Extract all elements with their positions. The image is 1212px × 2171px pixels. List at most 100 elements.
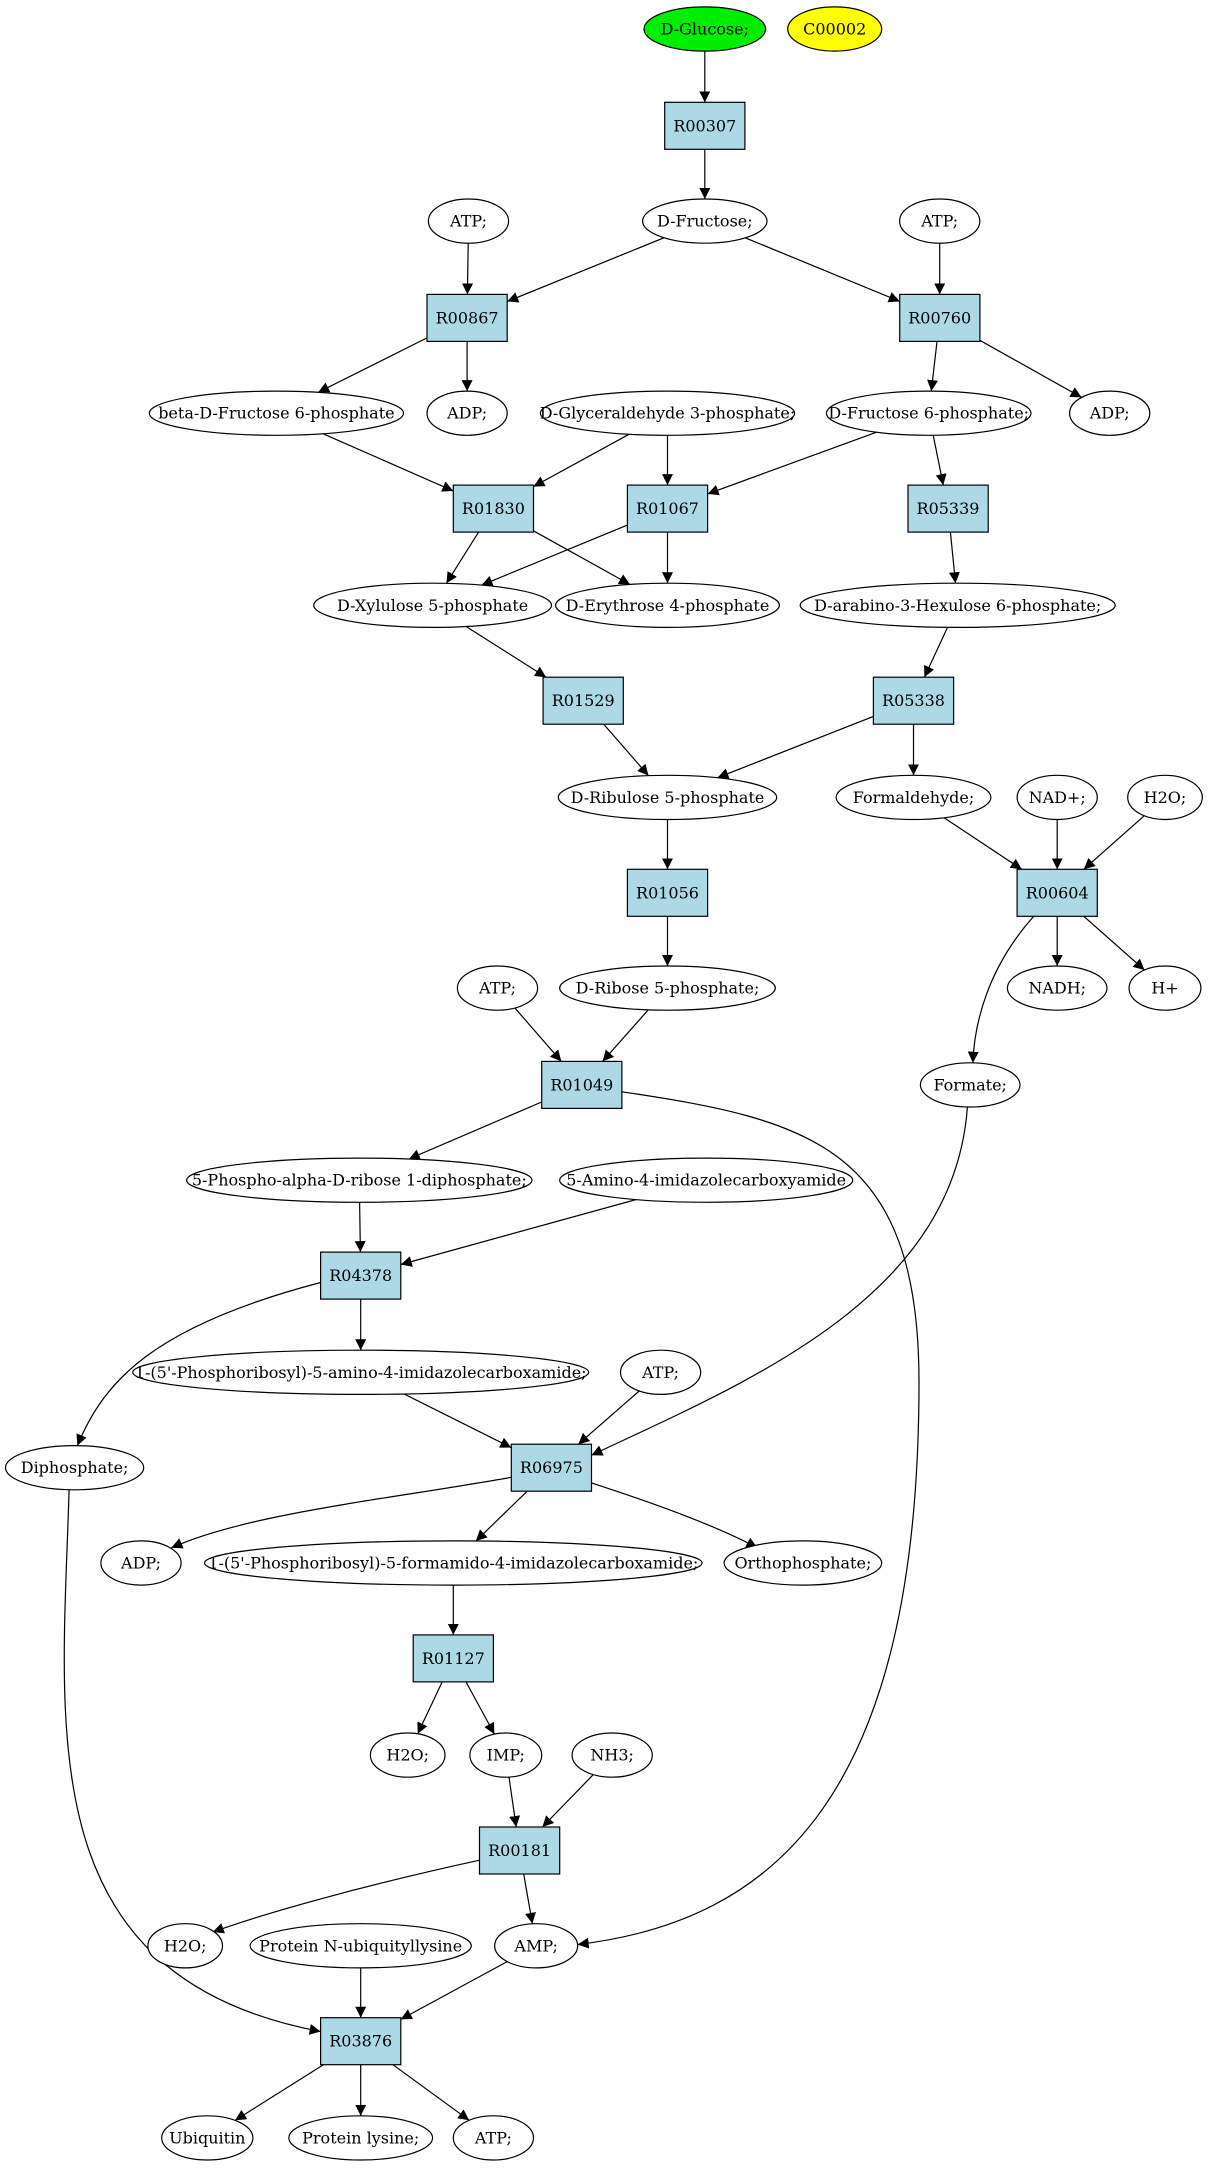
compound-node-pnu[interactable]: Protein N-ubiquityllysine [249, 1923, 472, 1969]
node-label: NAD+; [1029, 788, 1086, 807]
compound-ellipse [249, 1923, 472, 1969]
node-label: 5-Phospho-alpha-D-ribose 1-diphosphate; [192, 1171, 527, 1190]
compound-node-aicar[interactable]: 1-(5'-Phosphoribosyl)-5-amino-4-imidazol… [132, 1349, 590, 1396]
compound-node-imp[interactable]: IMP; [469, 1732, 543, 1778]
reaction-box [320, 2017, 402, 2066]
edge-r760-to-adp2 [979, 339, 1082, 398]
compound-node-fru[interactable]: D-Fructose; [641, 198, 768, 244]
edge-aicar-to-r6975 [403, 1393, 512, 1449]
reaction-node-r760[interactable]: R00760 [899, 293, 981, 342]
node-label: 1-(5'-Phosphoribosyl)-5-amino-4-imidazol… [135, 1363, 587, 1382]
compound-ellipse [899, 198, 981, 244]
reaction-node-r867[interactable]: R00867 [426, 293, 508, 342]
node-label: D-Fructose; [657, 212, 753, 231]
reaction-node-r3876[interactable]: R03876 [320, 2017, 402, 2066]
reaction-node-r307[interactable]: R00307 [664, 101, 746, 150]
compound-node-hp[interactable]: H+ [1128, 965, 1202, 1011]
node-label: D-Xylulose 5-phosphate [337, 596, 528, 615]
compound-node-e4p[interactable]: D-Erythrose 4-phosphate [554, 582, 780, 629]
node-label: R01056 [636, 883, 699, 902]
reaction-node-r4378[interactable]: R04378 [320, 1251, 402, 1300]
compound-node-hu6p[interactable]: D-arabino-3-Hexulose 6-phosphate; [799, 582, 1116, 629]
node-label: R00604 [1026, 883, 1089, 902]
reaction-node-r6975[interactable]: R06975 [510, 1443, 593, 1492]
reaction-node-r5339[interactable]: R05339 [907, 484, 989, 533]
reaction-box [899, 293, 981, 342]
compound-node-c2[interactable]: C00002 [787, 6, 883, 52]
compound-node-plys[interactable]: Protein lysine; [288, 2115, 434, 2161]
node-label: R01049 [550, 1075, 613, 1094]
node-label: D-Ribose 5-phosphate; [576, 979, 760, 998]
compound-node-bf6p[interactable]: beta-D-Fructose 6-phosphate [148, 390, 405, 436]
reaction-node-r1830[interactable]: R01830 [452, 484, 535, 533]
compound-node-r5p[interactable]: D-Ribose 5-phosphate; [559, 965, 776, 1011]
compound-ellipse [148, 390, 405, 436]
reaction-node-r604[interactable]: R00604 [1016, 868, 1098, 917]
edge-r1127-to-h2o2 [417, 1681, 443, 1735]
compound-node-ru5p[interactable]: D-Ribulose 5-phosphate [557, 774, 778, 821]
reaction-node-r1056[interactable]: R01056 [626, 868, 709, 917]
compound-node-fmt[interactable]: Formate; [919, 1062, 1021, 1108]
node-label: D-Erythrose 4-phosphate [566, 596, 770, 615]
node-label: H2O; [1144, 788, 1187, 807]
reaction-node-r1127[interactable]: R01127 [412, 1634, 495, 1683]
compound-node-g3p[interactable]: D-Glyceraldehyde 3-phosphate; [540, 390, 795, 436]
compound-node-atp3[interactable]: ATP; [456, 965, 539, 1011]
edge-fru-to-r760 [745, 237, 900, 303]
reaction-box [541, 1060, 623, 1110]
compound-node-orth[interactable]: Orthophosphate; [723, 1540, 883, 1586]
compound-node-atp4[interactable]: ATP; [619, 1349, 702, 1396]
node-label: R03876 [329, 2032, 392, 2051]
edge-xu5p-to-r1529 [465, 625, 547, 678]
reaction-box [907, 484, 989, 533]
reaction-node-r1049[interactable]: R01049 [541, 1060, 623, 1110]
compound-node-atp5[interactable]: ATP; [452, 2115, 535, 2161]
compound-node-h2o1[interactable]: H2O; [1127, 774, 1203, 821]
node-label: H2O; [386, 1746, 429, 1765]
node-label: R01830 [462, 499, 525, 518]
node-label: H+ [1151, 979, 1178, 998]
compound-node-xu5p[interactable]: D-Xylulose 5-phosphate [313, 582, 553, 629]
node-label: Orthophosphate; [734, 1554, 871, 1573]
compound-node-f6p[interactable]: D-Fructose 6-phosphate; [825, 390, 1032, 436]
compound-node-adp3[interactable]: ADP; [100, 1540, 182, 1586]
compound-node-atp2[interactable]: ATP; [899, 198, 981, 244]
compound-node-adp2[interactable]: ADP; [1068, 390, 1151, 436]
node-label: Diphosphate; [21, 1458, 129, 1477]
reaction-node-r181[interactable]: R00181 [478, 1826, 561, 1875]
compound-node-g[interactable]: D-Glucose; [643, 6, 767, 52]
compound-node-amp[interactable]: AMP; [494, 1923, 579, 1969]
compound-node-faicar[interactable]: 1-(5'-Phosphoribosyl)-5-formamido-4-imid… [203, 1540, 703, 1586]
reaction-box [426, 293, 508, 342]
reaction-box [872, 676, 955, 725]
compound-node-form[interactable]: Formaldehyde; [835, 774, 992, 821]
node-label: ATP; [478, 979, 516, 998]
reaction-node-r5338[interactable]: R05338 [872, 676, 955, 725]
reaction-box [626, 484, 709, 533]
compound-ellipse [4, 1444, 145, 1491]
compound-node-aica[interactable]: 5-Amino-4-imidazolecarboxyamide [559, 1157, 854, 1203]
reaction-box [1016, 868, 1098, 917]
compound-ellipse [723, 1540, 883, 1586]
compound-node-nad[interactable]: NAD+; [1016, 774, 1098, 821]
compound-node-adp1[interactable]: ADP; [426, 390, 508, 436]
edge-r1830-to-xu5p [445, 531, 480, 584]
compound-node-ubq[interactable]: Ubiquitin [161, 2115, 254, 2161]
compound-node-h2o3[interactable]: H2O; [147, 1923, 224, 1969]
edge-r867-to-bf6p [317, 337, 428, 393]
reaction-node-r1529[interactable]: R01529 [542, 676, 624, 725]
reaction-box [478, 1826, 561, 1875]
compound-node-h2o2[interactable]: H2O; [369, 1732, 446, 1778]
compound-node-dip[interactable]: Diphosphate; [4, 1444, 145, 1491]
reaction-node-r1067[interactable]: R01067 [626, 484, 709, 533]
node-label: ADP; [1089, 404, 1130, 423]
node-label: R00181 [488, 1841, 551, 1860]
reaction-box [626, 868, 709, 917]
compound-node-nadh[interactable]: NADH; [1006, 965, 1108, 1011]
compound-node-atp1[interactable]: ATP; [427, 198, 510, 244]
compound-node-prpp[interactable]: 5-Phospho-alpha-D-ribose 1-diphosphate; [185, 1157, 533, 1203]
compound-ellipse [619, 1349, 702, 1396]
compound-node-nh3[interactable]: NH3; [571, 1732, 653, 1778]
node-label: R01529 [552, 691, 615, 710]
edge-r1049-to-amp [577, 1091, 920, 1949]
